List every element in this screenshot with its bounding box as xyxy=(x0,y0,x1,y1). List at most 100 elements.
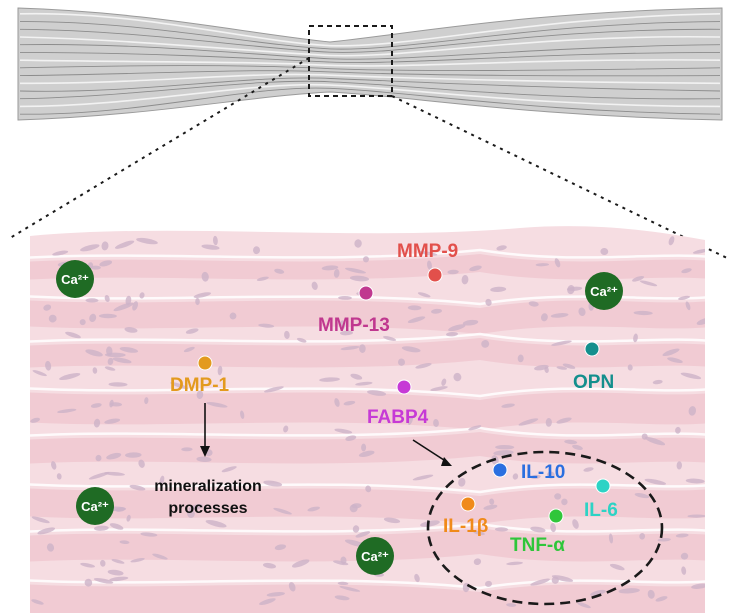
tissue-cell xyxy=(692,248,705,254)
tissue-cell xyxy=(485,298,492,306)
tissue-cell xyxy=(196,390,204,399)
tissue-cell xyxy=(181,447,193,452)
tissue-cell xyxy=(430,386,448,392)
tissue-cell xyxy=(447,269,459,275)
tissue-cell xyxy=(338,295,352,300)
tissue-cell xyxy=(221,466,237,473)
svg-text:Ca²⁺: Ca²⁺ xyxy=(361,549,389,564)
tissue-cell xyxy=(111,558,125,564)
tissue-cell xyxy=(106,346,113,356)
tissue-cell xyxy=(657,538,671,542)
tissue-cell xyxy=(517,354,524,363)
tissue-cell xyxy=(103,471,125,476)
tissue-cell xyxy=(100,559,106,567)
tissue-cell xyxy=(274,544,287,551)
tissue-cell xyxy=(291,559,310,568)
tissue-cell xyxy=(217,365,223,376)
svg-text:Ca²⁺: Ca²⁺ xyxy=(590,284,618,299)
tissue-cell xyxy=(88,471,110,480)
tissue-cell xyxy=(140,532,158,537)
tissue-gap xyxy=(30,332,705,344)
tissue-cell xyxy=(633,310,653,316)
tendon-fiber-line xyxy=(19,28,721,53)
tissue-cell xyxy=(554,493,562,500)
tendon-fiber-line xyxy=(19,35,721,57)
tissue-cell xyxy=(95,454,102,462)
svg-text:Ca²⁺: Ca²⁺ xyxy=(81,499,109,514)
tissue-cell xyxy=(446,331,458,337)
tissue-band xyxy=(30,392,705,430)
tendon-fiber-line xyxy=(19,87,721,115)
tissue-gap xyxy=(30,294,705,306)
il1b-label: IL-1β xyxy=(443,516,488,537)
tissue-cell xyxy=(681,268,692,274)
tissue-cell xyxy=(535,263,549,267)
dmp1-label: DMP-1 xyxy=(170,375,230,396)
zoom-guide-left xyxy=(9,57,310,239)
tissue-cell xyxy=(85,298,99,303)
fabp4-label: FABP4 xyxy=(367,407,429,428)
tissue-cell xyxy=(583,467,594,472)
tissue-cell xyxy=(183,346,195,353)
tissue-cell xyxy=(577,602,591,609)
tendon-fiber-line xyxy=(19,77,721,92)
tissue-cell xyxy=(187,509,195,518)
tissue-cell xyxy=(352,525,360,533)
tissue-cell xyxy=(431,308,442,314)
calcium-ion: Ca²⁺ xyxy=(585,272,623,310)
tissue-cell xyxy=(109,523,124,530)
tissue-cell xyxy=(367,390,387,396)
tissue-cell xyxy=(98,313,117,319)
zoom-region-box xyxy=(308,25,393,97)
tissue-cell xyxy=(678,295,690,300)
tissue-gap xyxy=(30,578,705,590)
tissue-cell xyxy=(112,357,132,364)
tissue-cell xyxy=(240,410,245,419)
tissue-cell xyxy=(30,417,40,423)
calcium-ion: Ca²⁺ xyxy=(356,537,394,575)
tissue-cell xyxy=(262,562,277,569)
tissue-cell xyxy=(473,558,482,566)
tissue-cell xyxy=(339,586,361,592)
tissue-cell xyxy=(229,312,237,320)
tissue-cell xyxy=(138,459,145,468)
tissue-cell xyxy=(266,591,285,597)
tissue-cell xyxy=(518,418,539,426)
il6-marker xyxy=(595,478,611,494)
tissue-cell xyxy=(685,478,705,484)
tissue-cell xyxy=(462,319,479,326)
mmp13-marker xyxy=(358,285,374,301)
tissue-cell xyxy=(572,519,579,529)
tissue-cell xyxy=(540,313,548,322)
tissue-cell xyxy=(441,378,447,386)
tendon-fiber-line xyxy=(19,51,721,63)
tissue-cell xyxy=(412,474,434,481)
tissue-cell xyxy=(92,367,98,374)
fabp4-marker xyxy=(396,379,412,395)
tissue-cell xyxy=(355,531,371,538)
tissue-cell xyxy=(655,596,668,602)
tissue-cell xyxy=(608,533,614,544)
tissue-cell xyxy=(256,276,269,281)
tissue-cell xyxy=(101,241,109,251)
tissue-cell xyxy=(46,543,55,552)
tissue-cell xyxy=(109,576,129,582)
tissue-cell xyxy=(37,527,56,535)
tissue-cell xyxy=(93,577,114,584)
tissue-cell xyxy=(284,330,290,339)
tissue-cell xyxy=(501,403,515,408)
tissue-cell xyxy=(652,379,663,385)
tissue-cell xyxy=(556,366,568,370)
tissue-cell xyxy=(319,377,340,382)
tissue-cell xyxy=(65,331,81,339)
tissue-cell xyxy=(252,246,261,255)
tissue-cell xyxy=(340,556,347,565)
tissue-cell xyxy=(288,582,296,592)
tissue-cell xyxy=(334,428,353,434)
tissue-cell xyxy=(311,281,318,290)
tissue-cell xyxy=(473,530,485,536)
tissue-cell xyxy=(528,301,539,307)
tissue-cell xyxy=(639,280,658,287)
tissue-cell xyxy=(639,533,646,540)
il1b-marker xyxy=(460,496,476,512)
